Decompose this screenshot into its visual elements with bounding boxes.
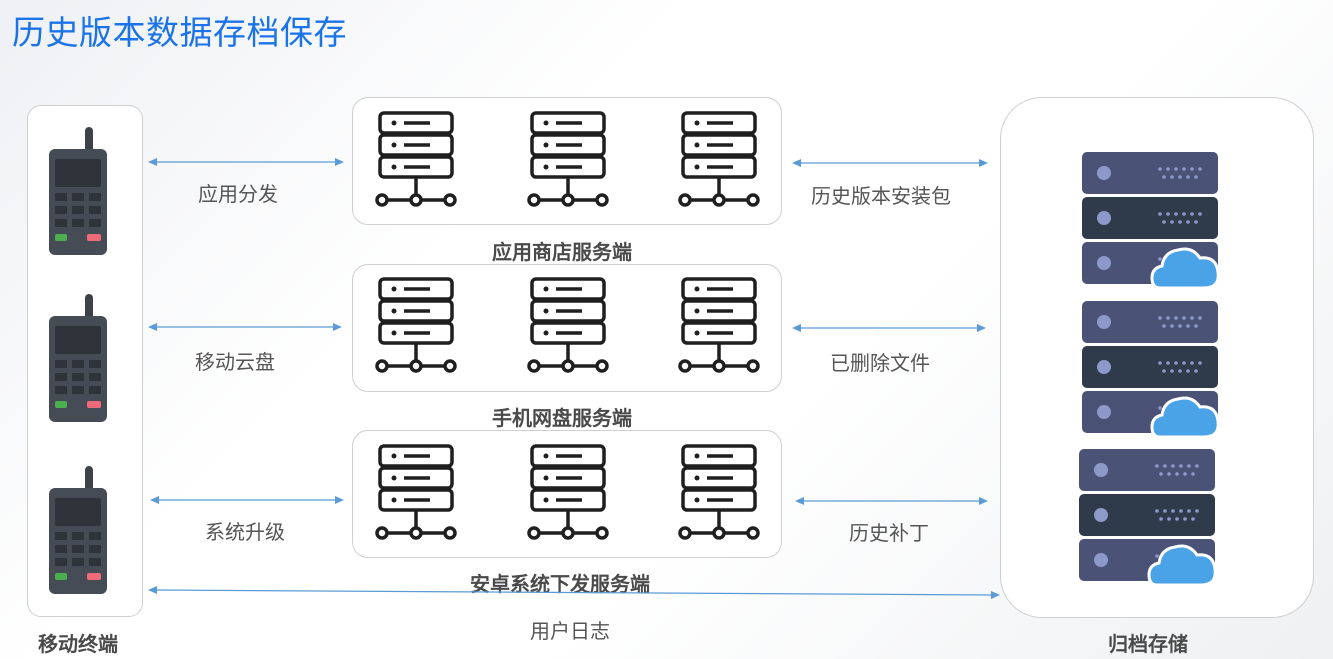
link-label: 用户日志 [530,619,610,643]
link-label: 已删除文件 [830,351,930,375]
cloud-server-rack-icon [1082,152,1222,292]
link-label: 历史补丁 [849,521,929,545]
bidirectional-arrow [792,322,986,334]
bidirectional-arrow [148,156,344,168]
walkie-talkie-icon [47,294,109,424]
cloud-server-rack-icon [1079,449,1219,589]
server-icon [677,276,761,376]
server-icon [526,110,610,210]
mobile-terminals-label: 移动终端 [38,632,118,656]
cloud-server-rack-icon [1082,301,1222,441]
bidirectional-arrow [148,586,1000,599]
server-icon [374,110,458,210]
server-icon [374,443,458,543]
server-icon [374,276,458,376]
bidirectional-arrow [150,494,344,506]
bidirectional-arrow [792,157,988,169]
bidirectional-arrow [148,321,342,333]
server-group-label: 手机网盘服务端 [492,406,632,430]
server-group-label: 应用商店服务端 [492,240,632,264]
server-icon [677,443,761,543]
link-label: 移动云盘 [195,350,275,374]
server-icon [526,443,610,543]
link-label: 系统升级 [205,520,285,544]
server-icon [677,110,761,210]
walkie-talkie-icon [47,466,109,596]
walkie-talkie-icon [47,127,109,257]
page-title: 历史版本数据存档保存 [12,13,347,52]
link-label: 历史版本安装包 [811,184,951,208]
server-icon [526,276,610,376]
bidirectional-arrow [795,495,988,507]
archive-storage-label: 归档存储 [1108,632,1188,656]
link-label: 应用分发 [198,182,278,206]
